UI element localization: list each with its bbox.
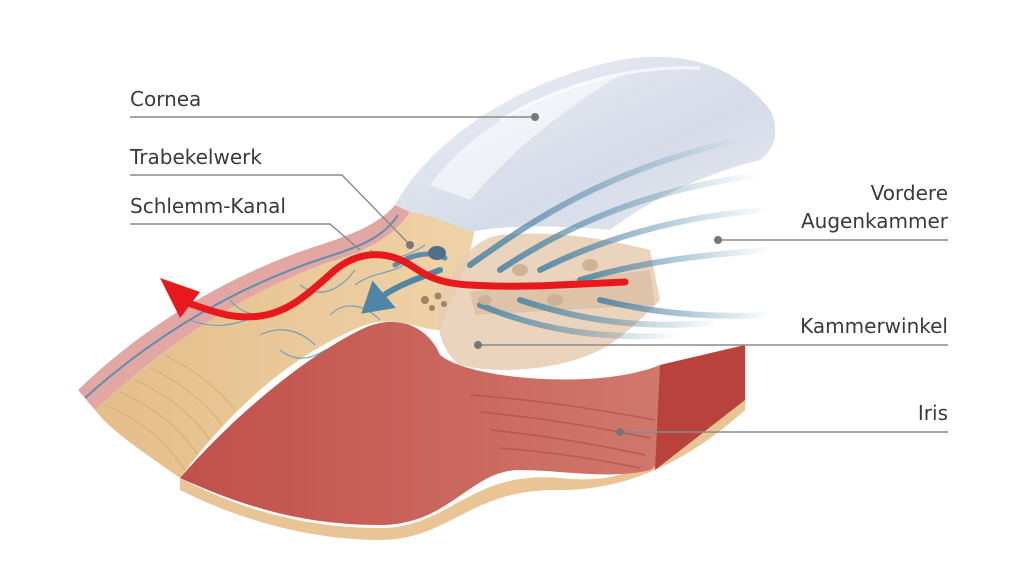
label-iris: Iris: [917, 401, 948, 425]
dot-trabekelwerk: [406, 241, 414, 249]
angle-pores: [478, 259, 598, 306]
base-rim: [180, 400, 745, 540]
sclera: [95, 204, 475, 478]
iris-stripes: [469, 394, 656, 469]
outflow-arrow: [181, 251, 629, 321]
iris-face: [655, 345, 745, 470]
schlemm-canal: [428, 246, 446, 260]
sclera-fibers: [104, 355, 236, 471]
label-schlemm-kanal: Schlemm-Kanal: [130, 194, 286, 218]
dot-cornea: [531, 113, 539, 121]
dot-vordere: [714, 236, 722, 244]
leader-schlemm: [130, 223, 361, 251]
label-cornea: Cornea: [130, 87, 202, 111]
leader-trabekelwerk: [130, 174, 411, 246]
cornea-highlight: [430, 75, 620, 200]
dot-kammerwinkel: [474, 341, 482, 349]
aqueous-drainage-arrow: [361, 267, 443, 314]
episcleral-vessel: [84, 214, 399, 399]
label-vordere: Vordere: [870, 181, 948, 205]
outflow-arrowhead: [160, 278, 200, 318]
iris-tissue: [180, 321, 745, 525]
cornea: [395, 56, 776, 233]
trabecular-pores: [421, 292, 447, 311]
leader-lines: [130, 116, 948, 433]
label-augenkammer: Augenkammer: [800, 209, 948, 233]
dot-iris: [616, 428, 624, 436]
aqueous-flow: [467, 137, 773, 340]
label-kammerwinkel: Kammerwinkel: [800, 314, 948, 338]
cornea-edge: [499, 66, 701, 122]
label-trabekelwerk: Trabekelwerk: [130, 145, 262, 169]
leader-dots: [406, 113, 722, 436]
